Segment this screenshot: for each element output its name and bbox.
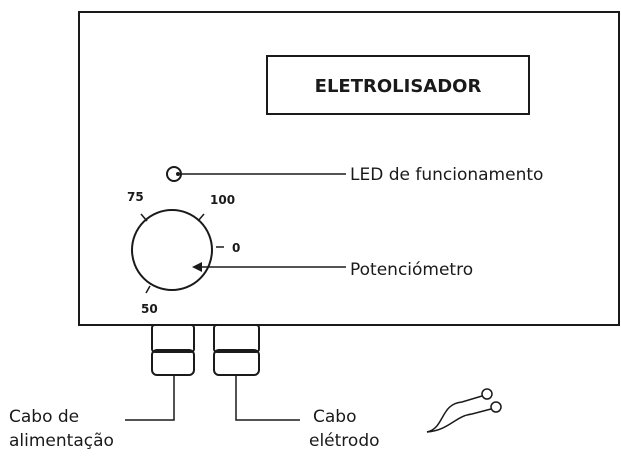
dial-label-50: 50 — [141, 302, 158, 316]
dial-label-100: 100 — [210, 193, 235, 207]
dial-tick-50 — [145, 285, 151, 294]
electrode-cable-label-line2: elétrodo — [309, 431, 380, 451]
electrode-cable-label-line1: Cabo — [313, 407, 356, 427]
electrode-cable-gland-lower — [213, 349, 260, 376]
power-cable-wire — [125, 375, 175, 421]
led-label: LED de funcionamento — [350, 165, 543, 185]
title-plate — [266, 55, 530, 115]
potentiometer-arrowhead — [192, 262, 202, 272]
power-cable-label-line2: alimentação — [9, 431, 114, 451]
electrode-wire-upper — [426, 395, 483, 433]
potentiometer-label: Potenciómetro — [350, 260, 473, 280]
electrode-cable-wire — [235, 375, 300, 421]
power-cable-gland-upper — [151, 324, 195, 353]
electrode-wire-lower — [426, 408, 492, 433]
power-cable-gland-lower — [151, 349, 195, 376]
potentiometer-dial — [131, 209, 213, 291]
dial-tick-75 — [140, 213, 148, 222]
dial-label-0: 0 — [232, 241, 240, 255]
electrode-terminal-lower — [490, 401, 502, 413]
device-housing — [78, 11, 620, 326]
power-cable-label-line1: Cabo de — [9, 407, 79, 427]
dial-label-75: 75 — [127, 190, 144, 204]
electrode-cable-gland-upper — [213, 324, 260, 353]
device-title: ELETROLISADOR — [315, 76, 482, 97]
dial-tick-100 — [197, 213, 205, 222]
electrode-terminal-upper — [481, 388, 493, 400]
